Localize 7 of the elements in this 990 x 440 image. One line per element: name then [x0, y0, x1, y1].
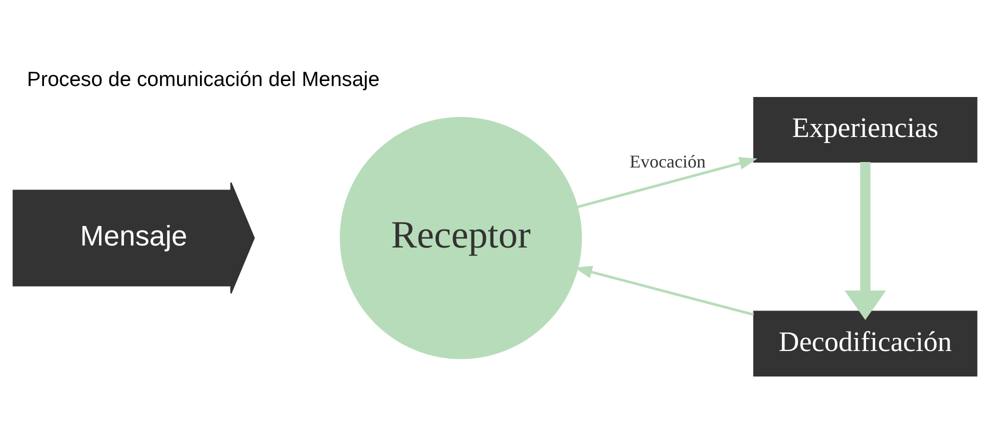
node-circle: Receptor	[340, 116, 582, 360]
arrow	[844, 162, 886, 320]
arrow	[576, 157, 758, 208]
node-box: Decodificación	[753, 310, 978, 376]
edge-label: Evocación	[630, 151, 706, 172]
node-box: Experiencias	[753, 97, 978, 163]
diagram-title: Proceso de comunicación del Mensaje	[26, 68, 380, 91]
